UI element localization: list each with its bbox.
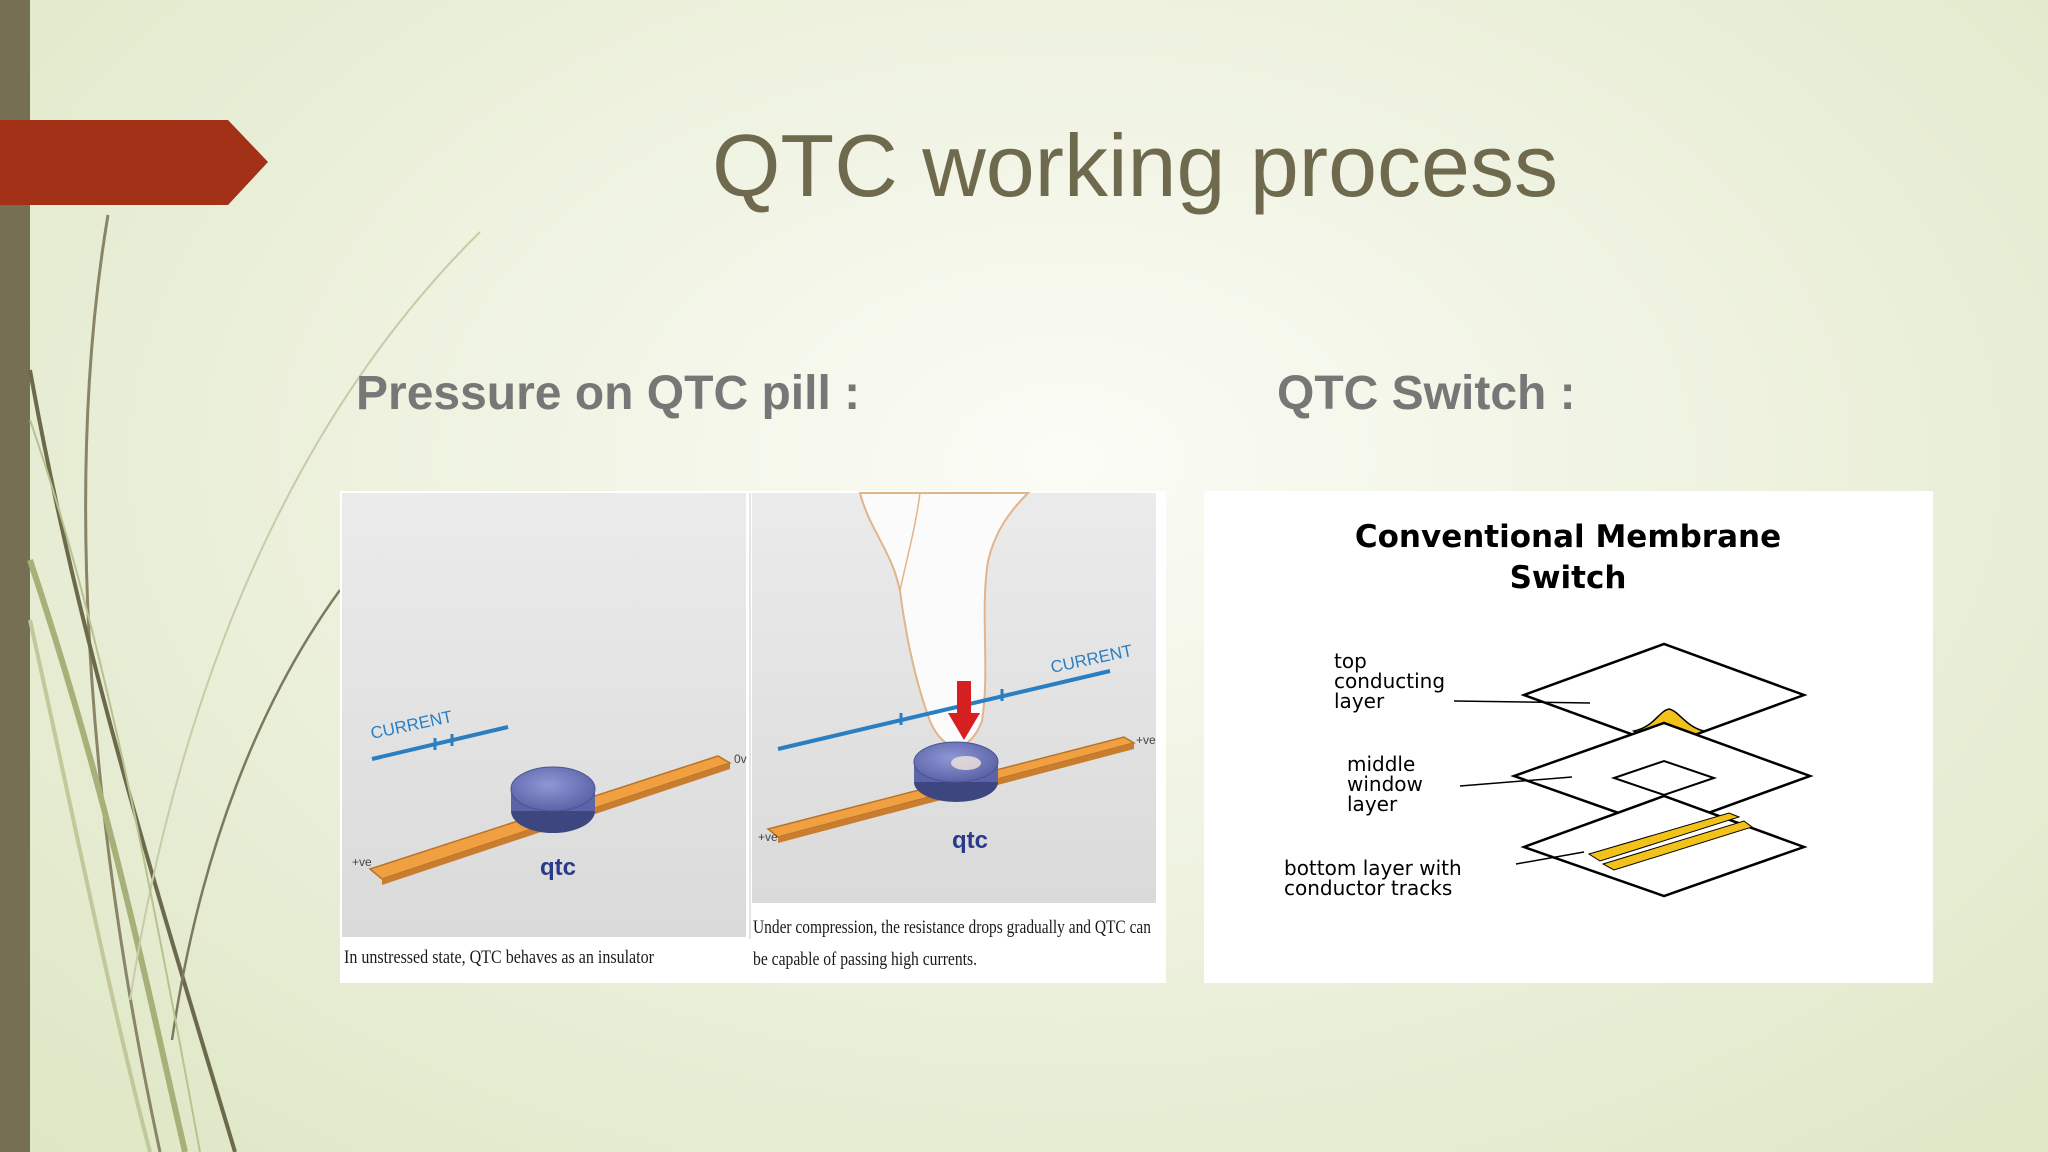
bottom-conductor-track-2 (1601, 820, 1754, 871)
title-arrow-tab (0, 120, 268, 205)
right-section-heading: QTC Switch : (1277, 367, 1576, 420)
membrane-title-line-1: Conventional Membrane (1355, 519, 1781, 555)
membrane-switch-figure: Conventional Membrane Switch top conduct… (1204, 491, 1933, 983)
panel-1-zero-label: 0v (734, 752, 747, 766)
panel-2-current-line (777, 669, 1111, 751)
panel-1-positive-label: +ve (352, 855, 372, 869)
panel-2-pressure-arrow (948, 681, 980, 740)
left-section-heading: Pressure on QTC pill : (356, 367, 861, 420)
top-conducting-layer (1520, 642, 1808, 748)
panel-1-pill-label: qtc (540, 854, 576, 881)
slide-title: QTC working process (711, 116, 1558, 215)
qtc-pressure-figure: CURRENT qtc +ve 0v In unstressed state, … (340, 491, 1166, 983)
middle-layer-label: middle window layer (1347, 752, 1429, 816)
panel-2-caption-line-1: Under compression, the resistance drops … (753, 917, 1151, 938)
decorative-swooshes (27, 214, 481, 1152)
middle-window-opening (1610, 759, 1718, 797)
panel-2-pill-label: qtc (952, 827, 988, 854)
panel-2-positive-label-left: +ve (758, 830, 778, 844)
panel-1-caption: In unstressed state, QTC behaves as an i… (344, 947, 655, 968)
panel-1-qtc-pill (510, 766, 596, 812)
panel-1-current-line (371, 725, 509, 761)
top-layer-label: top conducting layer (1334, 649, 1451, 713)
panel-2-caption-line-2: be capable of passing high currents. (753, 949, 977, 970)
bottom-layer-label: bottom layer with conductor tracks (1284, 856, 1468, 900)
panel-2-positive-label-right: +ve (1136, 733, 1156, 747)
bottom-conductor-track-1 (1587, 812, 1741, 862)
membrane-title-line-2: Switch (1510, 560, 1627, 596)
